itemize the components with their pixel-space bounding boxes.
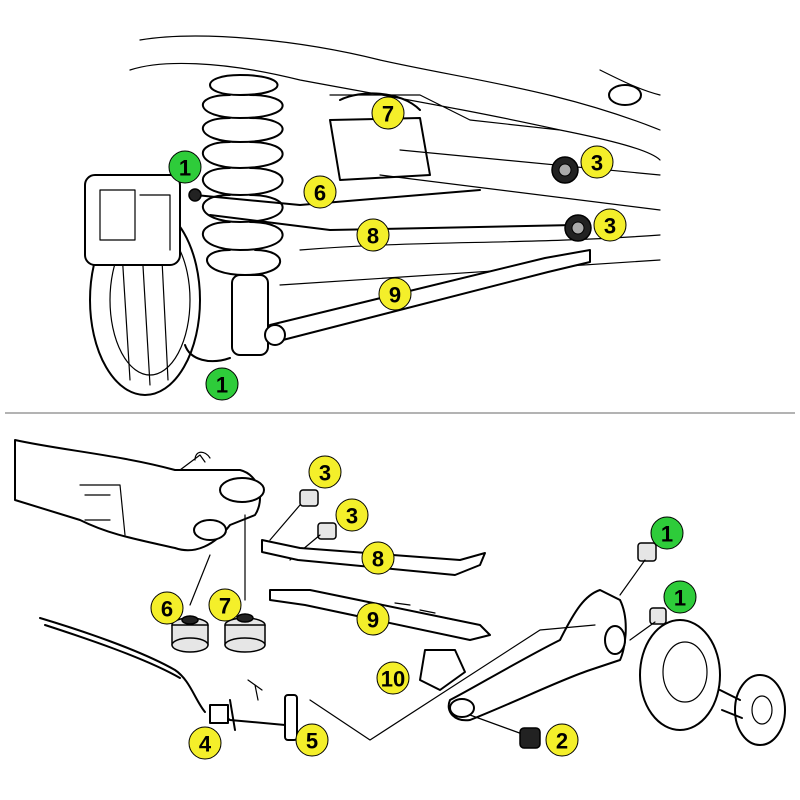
callout-circle	[303, 175, 337, 209]
callout-circle	[356, 218, 390, 252]
callout-t3a: 3	[580, 145, 614, 179]
bushing-3-lower	[317, 522, 337, 540]
brake-assembly	[84, 174, 201, 396]
callout-e3a: 3	[308, 455, 342, 489]
callout-circle	[663, 580, 697, 614]
callout-t8: 8	[356, 218, 390, 252]
callout-number: 3	[346, 504, 358, 529]
callout-circle	[295, 723, 329, 757]
callout-number: 3	[604, 214, 616, 239]
callout-t1b: 1	[205, 367, 239, 401]
lower-knuckle-edge	[184, 344, 231, 363]
callout-number: 3	[591, 151, 603, 176]
bracket-10	[419, 649, 466, 691]
knuckle-bolt	[188, 188, 202, 202]
subframe-mount-upper	[219, 477, 265, 503]
callout-number: 6	[314, 181, 326, 206]
callout-circle	[545, 723, 579, 757]
callout-number: 1	[179, 156, 191, 181]
arm-bushing	[449, 698, 475, 718]
callout-number: 9	[367, 608, 379, 633]
callout-t6: 6	[303, 175, 337, 209]
link-9-bushing	[264, 324, 286, 346]
knuckle-lower-arm	[447, 589, 627, 722]
callout-number: 3	[319, 461, 331, 486]
bushing-6	[171, 615, 209, 653]
callout-number: 6	[161, 597, 173, 622]
floor-lines	[279, 149, 661, 286]
callout-circle	[593, 208, 627, 242]
callout-circle	[650, 516, 684, 550]
callout-number: 1	[674, 586, 686, 611]
callout-e3b: 3	[335, 498, 369, 532]
stabilizer-bar	[39, 617, 206, 713]
subframe-mount-lower	[193, 519, 227, 541]
callout-e2: 2	[545, 723, 579, 757]
link-5	[284, 694, 298, 741]
callout-e9: 9	[356, 602, 390, 636]
callout-number: 4	[199, 732, 212, 757]
callout-e5: 5	[295, 723, 329, 757]
callout-e6: 6	[150, 591, 184, 625]
lower-link-9	[269, 249, 591, 343]
callout-circle	[150, 591, 184, 625]
callout-number: 7	[382, 102, 394, 127]
callout-number: 5	[306, 729, 318, 754]
callout-number: 9	[389, 283, 401, 308]
callout-number: 7	[219, 594, 231, 619]
link-6	[194, 189, 481, 206]
callout-circle	[361, 541, 395, 575]
coil-spring	[201, 74, 284, 276]
brake-caliper	[84, 174, 181, 266]
callout-circle	[335, 498, 369, 532]
callout-e1a: 1	[650, 516, 684, 550]
assembled-suspension-view	[84, 35, 661, 396]
clamp-4	[209, 704, 229, 724]
callout-circle	[356, 602, 390, 636]
bushing-1-upper	[637, 542, 657, 562]
callout-number: 1	[661, 522, 673, 547]
callout-t1a: 1	[168, 150, 202, 184]
callout-t7: 7	[371, 96, 405, 130]
mount-bushing-lower	[564, 214, 592, 242]
assembly-guide	[309, 624, 596, 741]
callout-circle	[376, 661, 410, 695]
bushing-7	[224, 613, 266, 653]
callout-number: 1	[216, 373, 228, 398]
callout-number: 10	[381, 667, 405, 692]
callout-e7: 7	[208, 588, 242, 622]
callout-e8: 8	[361, 541, 395, 575]
callout-circle	[378, 277, 412, 311]
bushing-3-upper	[299, 489, 319, 507]
callout-circle	[168, 150, 202, 184]
link-8	[209, 214, 576, 231]
damper-body	[231, 274, 269, 356]
callout-number: 8	[367, 224, 379, 249]
knuckle-bore	[604, 625, 626, 655]
callout-circle	[205, 367, 239, 401]
bushing-1-lower	[649, 607, 667, 625]
callout-number: 8	[372, 547, 384, 572]
callout-circle	[580, 145, 614, 179]
callout-t3b: 3	[593, 208, 627, 242]
callout-number: 2	[556, 729, 568, 754]
hub-disc	[639, 619, 786, 746]
callout-circle	[208, 588, 242, 622]
callout-e10: 10	[376, 661, 410, 695]
callout-t9: 9	[378, 277, 412, 311]
cradle-mount	[339, 92, 421, 111]
callout-e1b: 1	[663, 580, 697, 614]
body-mount-hole	[608, 84, 642, 106]
bushing-2	[519, 727, 541, 749]
mount-bushing-upper	[551, 156, 579, 184]
callout-circle	[188, 726, 222, 760]
callout-circle	[371, 96, 405, 130]
callout-e4: 4	[188, 726, 222, 760]
callout-circle	[308, 455, 342, 489]
